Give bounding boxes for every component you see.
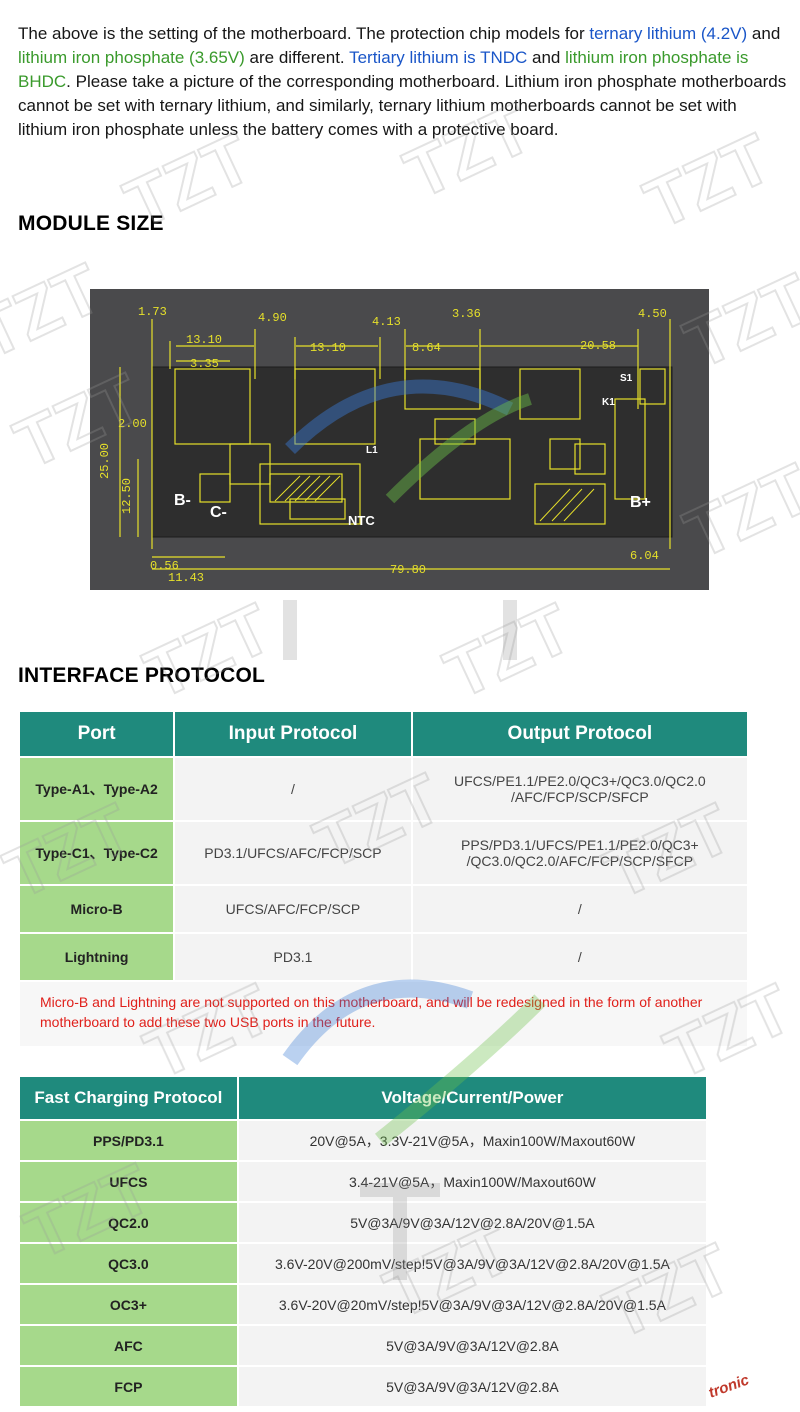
fast-charging-table: Fast Charging Protocol Voltage/Current/P… bbox=[18, 1075, 709, 1408]
label-ntc: NTC bbox=[348, 513, 375, 528]
intro-lfp: lithium iron phosphate (3.65V) bbox=[18, 48, 245, 67]
port-cell: Type-C1、Type-C2 bbox=[17, 820, 176, 886]
input-cell: PD3.1/UFCS/AFC/FCP/SCP bbox=[173, 820, 413, 886]
label-c-minus: C- bbox=[210, 504, 227, 521]
dim-label: 4.90 bbox=[258, 311, 287, 325]
dim-label: 1.73 bbox=[138, 305, 167, 319]
protocol-cell: FCP bbox=[18, 1365, 239, 1408]
output-cell: / bbox=[410, 884, 750, 934]
output-cell: PPS/PD3.1/UFCS/PE1.1/PE2.0/QC3+ /QC3.0/Q… bbox=[410, 820, 750, 886]
module-size-heading: MODULE SIZE bbox=[18, 212, 164, 235]
value-cell: 5V@3A/9V@3A/12V@2.8A bbox=[236, 1365, 709, 1408]
value-cell: 5V@3A/9V@3A/12V@2.8A/20V@1.5A bbox=[236, 1201, 709, 1244]
column-header-protocol: Fast Charging Protocol bbox=[18, 1075, 239, 1121]
input-cell: / bbox=[173, 756, 413, 822]
table-note: Micro-B and Lightning are not supported … bbox=[18, 980, 749, 1048]
value-cell: 3.4-21V@5A，Maxin100W/Maxout60W bbox=[236, 1160, 709, 1203]
dim-label: 2.00 bbox=[118, 417, 147, 431]
value-cell: 3.6V-20V@200mV/step!5V@3A/9V@3A/12V@2.8A… bbox=[236, 1242, 709, 1285]
port-cell: Lightning bbox=[17, 932, 176, 982]
interface-protocol-heading: INTERFACE PROTOCOL bbox=[18, 664, 266, 687]
input-cell: PD3.1 bbox=[173, 932, 413, 982]
value-cell: 3.6V-20V@20mV/step!5V@3A/9V@3A/12V@2.8A/… bbox=[236, 1283, 709, 1326]
module-board-image: 1.73 4.90 4.13 3.36 4.50 13.10 3.35 13.1… bbox=[90, 289, 709, 590]
protocol-cell: PPS/PD3.1 bbox=[18, 1119, 239, 1162]
intro-tndc: Tertiary lithium is TNDC bbox=[349, 48, 528, 67]
dim-label: 79.80 bbox=[390, 563, 426, 577]
dim-label: 13.10 bbox=[310, 341, 346, 355]
column-header-value: Voltage/Current/Power bbox=[236, 1075, 709, 1121]
dim-label: 4.13 bbox=[372, 315, 401, 329]
protocol-cell: OC3+ bbox=[18, 1283, 239, 1326]
table-row: Micro-B UFCS/AFC/FCP/SCP / bbox=[17, 884, 750, 934]
dim-label: 20.58 bbox=[580, 339, 616, 353]
port-cell: Micro-B bbox=[17, 884, 176, 934]
label-l1: L1 bbox=[366, 445, 378, 456]
dim-label: 4.50 bbox=[638, 307, 667, 321]
protocol-cell: QC2.0 bbox=[18, 1201, 239, 1244]
dim-label: 11.43 bbox=[168, 571, 204, 585]
intro-text: and bbox=[527, 48, 566, 67]
column-header-input: Input Protocol bbox=[173, 710, 413, 758]
label-b-plus: B+ bbox=[630, 494, 651, 511]
label-s1: S1 bbox=[620, 373, 633, 384]
dim-label: 3.36 bbox=[452, 307, 481, 321]
label-b-minus: B- bbox=[174, 492, 191, 509]
protocol-cell: QC3.0 bbox=[18, 1242, 239, 1285]
intro-text: and bbox=[747, 24, 781, 43]
value-cell: 5V@3A/9V@3A/12V@2.8A bbox=[236, 1324, 709, 1367]
intro-text: are different. bbox=[244, 48, 350, 67]
output-cell: / bbox=[410, 932, 750, 982]
label-k1: K1 bbox=[602, 397, 615, 408]
intro-bhdc: lithium iron phosphate is BHDC bbox=[18, 48, 749, 91]
protocol-cell: AFC bbox=[18, 1324, 239, 1367]
dim-label: 6.04 bbox=[630, 549, 659, 563]
value-cell: 20V@5A，3.3V-21V@5A，Maxin100W/Maxout60W bbox=[236, 1119, 709, 1162]
interface-protocol-table: Port Input Protocol Output Protocol Type… bbox=[17, 710, 750, 1048]
dim-label: 3.35 bbox=[190, 357, 219, 371]
watermark-text: TZT bbox=[133, 589, 282, 714]
intro-text: The above is the setting of the motherbo… bbox=[18, 24, 590, 43]
table-row: Type-A1、Type-A2 / UFCS/PE1.1/PE2.0/QC3+/… bbox=[17, 756, 750, 822]
port-cell: Type-A1、Type-A2 bbox=[17, 756, 176, 822]
watermark-text: TZT bbox=[433, 589, 582, 714]
dim-label: 12.50 bbox=[120, 478, 134, 514]
input-cell: UFCS/AFC/FCP/SCP bbox=[173, 884, 413, 934]
intro-paragraph: The above is the setting of the motherbo… bbox=[18, 22, 788, 142]
output-cell: UFCS/PE1.1/PE2.0/QC3+/QC3.0/QC2.0 /AFC/F… bbox=[410, 756, 750, 822]
table-row: Type-C1、Type-C2 PD3.1/UFCS/AFC/FCP/SCP P… bbox=[17, 820, 750, 886]
column-header-port: Port bbox=[17, 710, 176, 758]
protocol-cell: UFCS bbox=[18, 1160, 239, 1203]
intro-text: . Please take a picture of the correspon… bbox=[18, 72, 787, 139]
column-header-output: Output Protocol bbox=[410, 710, 750, 758]
dim-label: 0.56 bbox=[150, 559, 179, 573]
dim-label: 13.10 bbox=[186, 333, 222, 347]
table-note-row: Micro-B and Lightning are not supported … bbox=[18, 980, 749, 1048]
dim-label: 8.64 bbox=[412, 341, 441, 355]
intro-ternary-lithium: ternary lithium (4.2V) bbox=[589, 24, 748, 43]
table-row: OC3+3.6V-20V@20mV/step!5V@3A/9V@3A/12V@2… bbox=[18, 1283, 709, 1326]
dim-label: 25.00 bbox=[98, 443, 112, 479]
brand-watermark: tronic bbox=[706, 1371, 752, 1402]
table-row: Lightning PD3.1 / bbox=[17, 932, 750, 982]
